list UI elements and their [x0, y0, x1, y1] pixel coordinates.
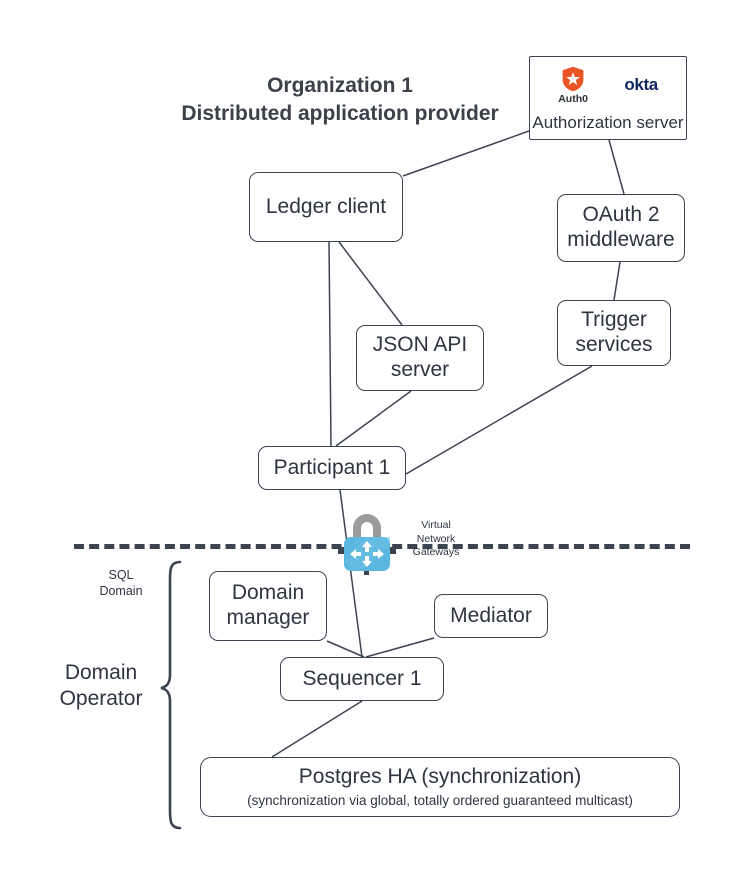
node-ledger-client[interactable]: Ledger client — [249, 172, 403, 242]
domain-operator-line2: Operator — [59, 687, 143, 711]
node-authorization-server[interactable]: Auth0 okta Authorization server — [529, 56, 687, 140]
sql-domain-line1: SQL — [108, 568, 134, 582]
node-label: Sequencer 1 — [302, 666, 422, 690]
domain-operator-brace — [160, 560, 182, 830]
org-title-line1: Organization 1 — [267, 74, 413, 97]
vng-label-line3: Gateways — [412, 546, 460, 559]
sql-domain-line2: Domain — [99, 584, 143, 599]
node-label-line1: JSON API — [372, 333, 468, 357]
node-json-api-server[interactable]: JSON API server — [356, 325, 484, 391]
node-label-line1: Domain — [231, 581, 305, 605]
node-label-line2: manager — [226, 606, 310, 629]
domain-operator-line1: Domain — [64, 661, 138, 684]
padlock-network-icon — [338, 514, 396, 575]
node-label-line2: services — [575, 333, 653, 356]
okta-icon: okta — [624, 74, 658, 94]
node-participant-1[interactable]: Participant 1 — [258, 446, 406, 490]
vng-label-line2: Network — [416, 532, 456, 545]
sql-domain-label: SQL Domain — [86, 567, 156, 600]
edge-json-to-participant — [335, 390, 412, 447]
node-label-line1: OAuth 2 — [582, 203, 660, 227]
auth-server-logos: Auth0 okta — [530, 63, 686, 107]
edge-sequencer-to-postgres — [271, 700, 363, 758]
node-label: Participant 1 — [273, 455, 391, 479]
node-label: Mediator — [450, 603, 532, 627]
vng-label-line1: Virtual — [421, 519, 451, 531]
edge-domainmanager-to-sequencer — [326, 640, 365, 658]
org-title-line2: Distributed application provider — [181, 101, 499, 125]
node-trigger-services[interactable]: Trigger services — [557, 300, 671, 366]
auth0-wordmark: Auth0 — [558, 92, 588, 105]
edge-oauth-to-trigger — [613, 261, 621, 301]
vng-label: Virtual Network Gateways — [400, 519, 472, 560]
node-sequencer-1[interactable]: Sequencer 1 — [280, 657, 444, 701]
edge-mediator-to-sequencer — [365, 637, 435, 658]
edge-auth-to-oauth — [608, 139, 625, 195]
node-domain-manager[interactable]: Domain manager — [209, 571, 327, 641]
node-label: Ledger client — [265, 194, 387, 218]
node-oauth2-middleware[interactable]: OAuth 2 middleware — [557, 194, 685, 262]
edge-ledger-to-auth — [402, 130, 530, 177]
node-label-line2: server — [390, 358, 450, 381]
auth0-icon: Auth0 — [558, 66, 588, 105]
node-sublabel: (synchronization via global, totally ord… — [247, 792, 633, 808]
edge-ledger-to-json — [338, 241, 403, 326]
node-label-line2: middleware — [567, 228, 675, 251]
node-mediator[interactable]: Mediator — [434, 594, 548, 638]
domain-operator-label: Domain Operator — [42, 660, 160, 713]
node-label: Postgres HA (synchronization) — [298, 765, 582, 789]
edge-ledger-to-participant — [328, 241, 332, 447]
node-postgres-ha[interactable]: Postgres HA (synchronization) (synchroni… — [200, 757, 680, 817]
node-label: Authorization server — [532, 112, 684, 132]
node-label-line1: Trigger — [581, 308, 647, 332]
page-title: Organization 1 Distributed application p… — [150, 72, 530, 128]
